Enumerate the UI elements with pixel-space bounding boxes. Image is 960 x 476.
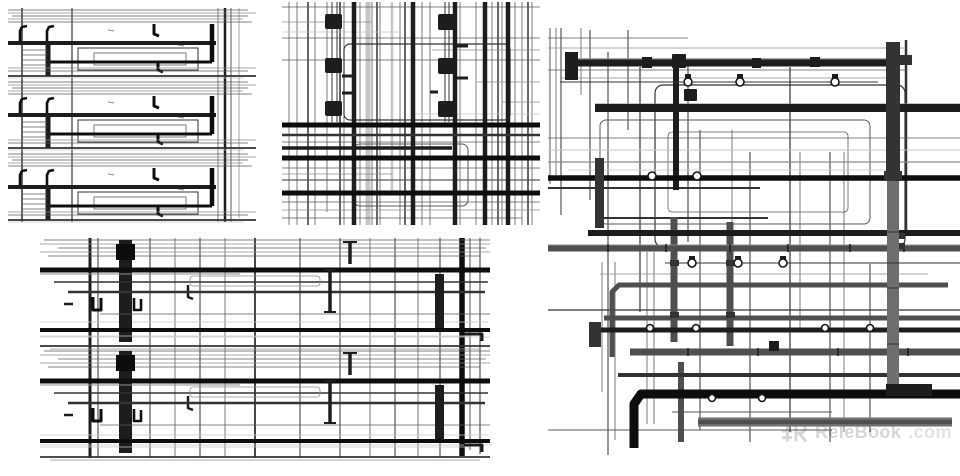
pipe-rack-triple-bay-panel [8, 8, 256, 223]
pipe-run-double-bay-panel [40, 238, 492, 461]
piping-network-large-panel [548, 28, 960, 455]
conduit-grid-junction-boxes-panel [282, 2, 540, 225]
